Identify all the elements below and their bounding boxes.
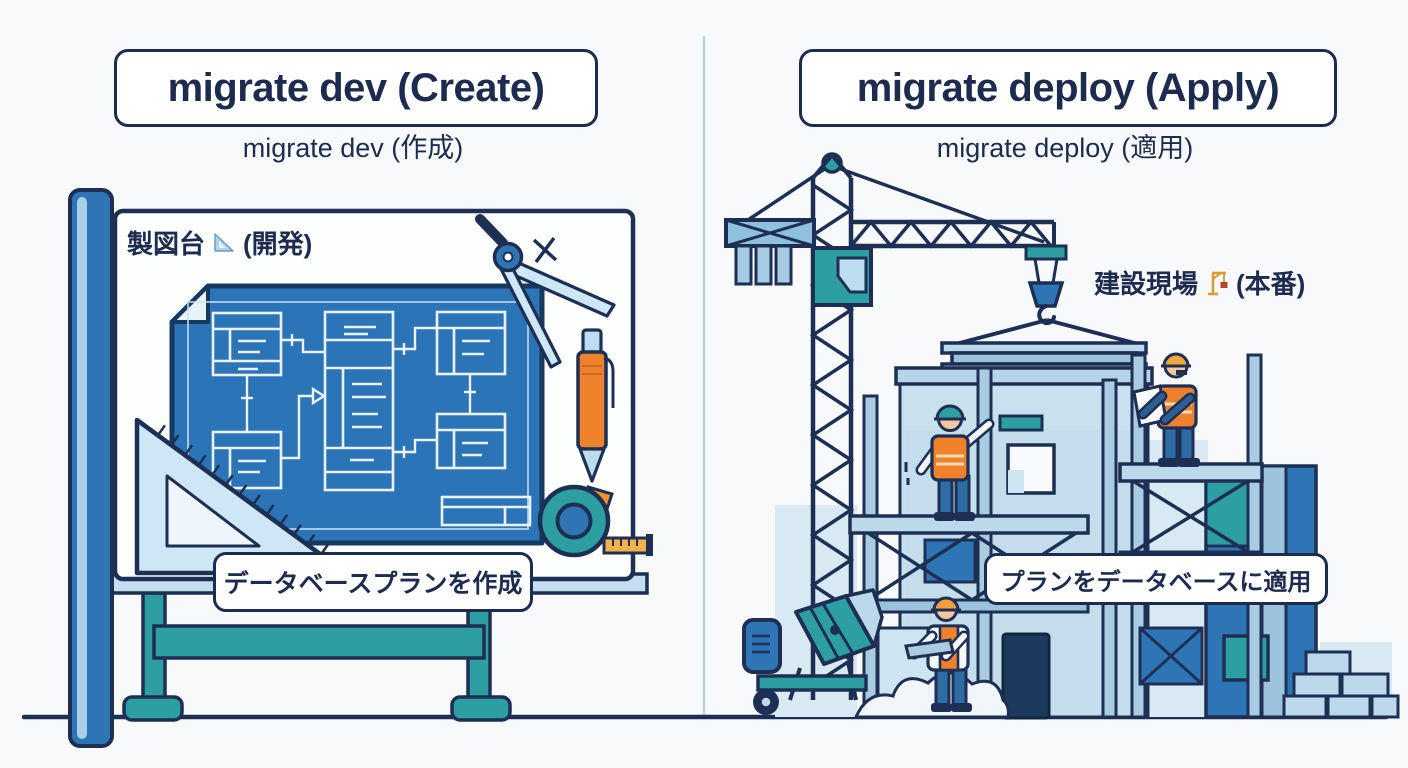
worker-with-clipboard	[1132, 352, 1200, 467]
tape-measure	[537, 484, 653, 558]
worker-with-tablet	[904, 596, 972, 712]
safety-vest	[930, 434, 970, 482]
jib-lattice	[849, 219, 1053, 249]
brick-stack	[1282, 650, 1400, 719]
set-square-icon	[214, 232, 234, 252]
set-square-ruler	[134, 417, 349, 576]
left-title-box: migrate dev (Create)	[114, 49, 598, 127]
worker-on-wall	[915, 404, 995, 521]
right-scene	[724, 152, 1400, 720]
yellow-helmet	[1162, 352, 1190, 368]
left-caption-text: データベースプランを作成	[223, 570, 523, 598]
orange-helmet	[932, 596, 960, 612]
left-title: migrate dev (Create)	[167, 65, 545, 110]
drafting-board-label: 製図台 (開発)	[127, 224, 312, 261]
steel-beam-load	[940, 318, 1148, 376]
construction-site-label: 建設現場 (本番)	[1094, 264, 1305, 301]
right-title-box: migrate deploy (Apply)	[799, 49, 1337, 127]
drafting-compass	[475, 214, 616, 369]
crane-icon	[1208, 271, 1228, 295]
right-subtitle: migrate deploy (適用)	[936, 133, 1194, 163]
left-subtitle: migrate dev (作成)	[242, 133, 464, 163]
er-diagram	[211, 310, 532, 527]
pen	[576, 328, 615, 483]
site-label-text: 建設現場	[1094, 269, 1199, 299]
right-caption-banner: プランをデータベースに適用	[984, 553, 1328, 605]
cement-mixer	[742, 588, 884, 715]
tablet	[904, 638, 955, 660]
door-opening	[1001, 632, 1051, 720]
board-label-text: 製図台	[127, 229, 206, 259]
right-title: migrate deploy (Apply)	[856, 65, 1280, 110]
right-caption-text: プランをデータベースに適用	[1000, 568, 1312, 596]
board-label-text: (開発)	[243, 229, 313, 259]
site-label-text: (本番)	[1236, 269, 1306, 299]
folded-corner	[170, 284, 210, 324]
left-caption-banner: データベースプランを作成	[213, 552, 533, 612]
teal-helmet	[935, 404, 965, 421]
left-scene	[68, 188, 653, 748]
